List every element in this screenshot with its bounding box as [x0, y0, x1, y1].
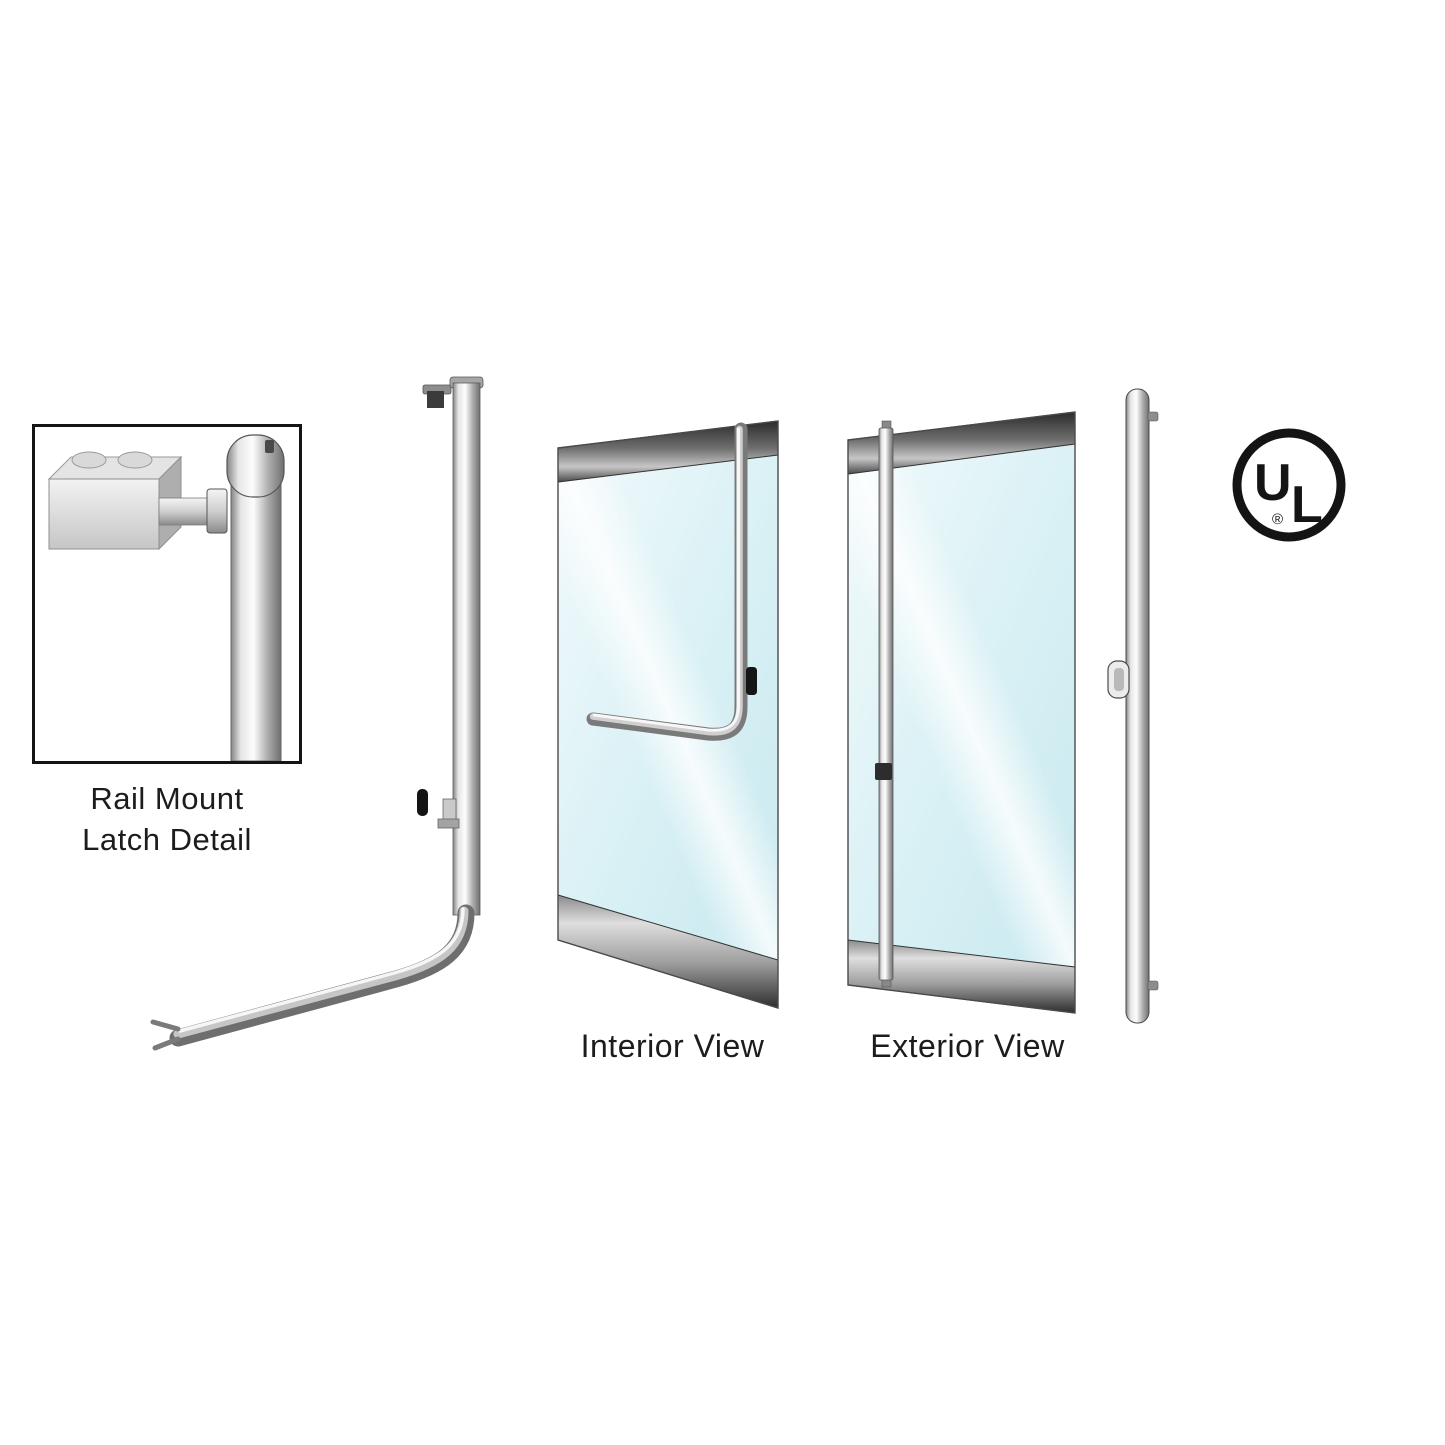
thumb-latch: [1107, 660, 1130, 699]
door-outline: [557, 420, 779, 1009]
door-outline: [847, 411, 1076, 1014]
ul-letter-u: U: [1254, 454, 1292, 512]
ul-letter-l: L: [1291, 476, 1323, 534]
latch-detail-drawing: [47, 434, 285, 761]
glass-sheen: [848, 444, 1075, 967]
latch-slot: [417, 789, 428, 816]
glass-sheen: [558, 455, 778, 960]
ul-logo-ring: [1232, 428, 1346, 542]
exterior-latch: [875, 763, 892, 780]
exterior-view-caption: Exterior View: [870, 1028, 1065, 1064]
side-profile-rail-drawing: [1107, 388, 1159, 1024]
latch-rail: [226, 434, 285, 761]
interior-door-drawing: [557, 420, 779, 1009]
exterior-vertical-rail: [875, 420, 894, 988]
profile-rail-bar: [1125, 388, 1150, 1024]
latch-detail-caption-line1: Rail Mount: [90, 781, 244, 816]
latch-detail-caption-line2: Latch Detail: [82, 822, 252, 857]
interior-view-caption: Interior View: [580, 1028, 765, 1064]
latch-detail-caption: Rail Mount Latch Detail: [10, 778, 324, 860]
panic-handle-assembly-drawing: [150, 376, 484, 1051]
rail-bracket: [437, 798, 460, 829]
profile-bottom-pin: [1147, 980, 1159, 991]
vertical-rail: [452, 382, 481, 916]
exterior-door-drawing: [847, 411, 1076, 1014]
rail-mount-latch-detail-inset: [32, 424, 302, 764]
ul-logo: U L ®: [1232, 428, 1346, 542]
latch-bolt: [158, 488, 228, 534]
interior-door: [557, 420, 779, 1009]
interior-latch: [746, 667, 757, 695]
profile-top-pin: [1147, 411, 1159, 422]
exterior-door: [847, 411, 1076, 1014]
push-bar: [150, 904, 475, 1051]
interior-push-handle: [586, 422, 748, 741]
ul-registered-mark: ®: [1272, 511, 1283, 528]
